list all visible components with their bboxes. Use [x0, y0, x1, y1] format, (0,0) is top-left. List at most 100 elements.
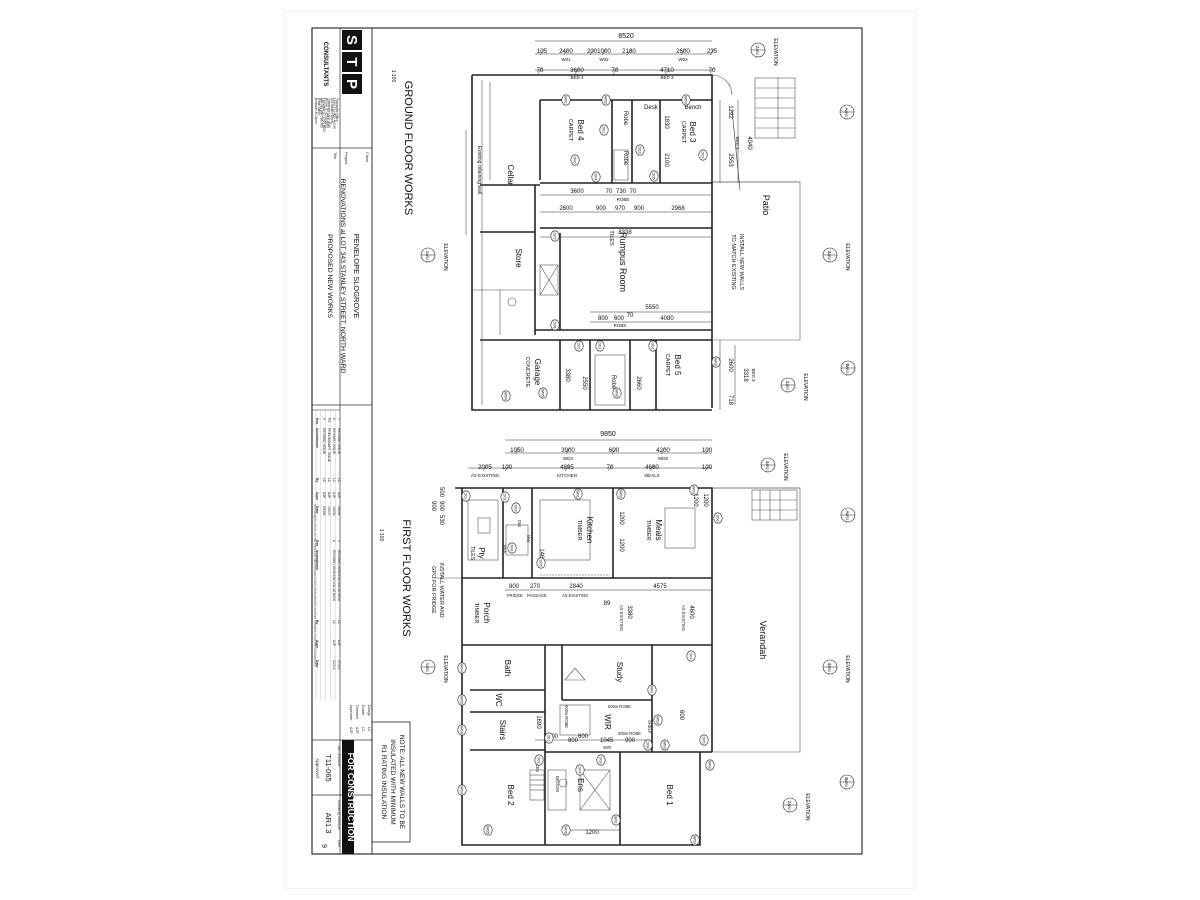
door-window-tag: D07 [689, 653, 693, 660]
gf-dim-70d: 70 [627, 313, 634, 319]
first-floor-scale: 1:100 [378, 529, 384, 542]
gf-room-labels: Bed 4 CARPET Bed 3 CARPET Robe Robe Desk… [506, 105, 771, 390]
gf-dim-2968: 2968 [671, 206, 685, 212]
gf-bed3-right-2: BED 3 [751, 368, 756, 382]
ff-overall-dim: 9850 [600, 431, 616, 438]
gf-dim-3600b: 3600 [570, 189, 584, 195]
door-window-tag: D05 [652, 173, 656, 180]
ff-install-note-2: GPO FOR FRIDGE [430, 566, 436, 614]
tag-circle [500, 491, 510, 503]
gf-right-dims: 1292 4040 2553 2600 3318 718 BED 3 BED 3 [727, 105, 756, 405]
door-window-tag: D01 [547, 735, 551, 742]
sheet-title-label: Title [333, 152, 338, 160]
signoff-label: Design [367, 705, 371, 716]
gf-dim-600: 600 [614, 316, 625, 322]
revision-header-cell: Rev [315, 418, 319, 424]
ff-label-600-robe-1: 600w ROBE [608, 704, 631, 709]
room-robe-2: Robe [622, 151, 628, 166]
ff-dim-1200c: 1200 [692, 493, 698, 507]
ff-dim-3380: 3380 [626, 605, 632, 619]
door-window-tag: W01 [564, 96, 568, 104]
tag-circle [647, 684, 657, 696]
gf-robe-label-2: ROBE [614, 323, 627, 328]
room-bed4-floor: CARPET [567, 119, 573, 142]
section-letter: 3 [826, 663, 832, 666]
gf-dim-2553: 2553 [727, 153, 733, 167]
room-bed3: Bed 3 [688, 122, 697, 143]
door-window-tag: W03 [692, 486, 696, 494]
ff-dim-600: 600 [578, 734, 589, 740]
revision-header-cell: Date [315, 660, 319, 667]
gf-install-note-2: TO MATCH EXISTING [730, 234, 736, 289]
ff-dim-1200d: 1200 [702, 493, 708, 507]
tag-circle [611, 814, 621, 826]
first-floor-title: FIRST FLOOR WORKS [400, 519, 412, 636]
address-line: ABN 88 086 586 980 [319, 98, 323, 128]
section-sheet-ref: AR2.1 [787, 803, 791, 813]
tag-circle [689, 484, 699, 496]
door-window-tag: D04 [578, 767, 582, 774]
tag-circle [575, 764, 585, 776]
ff-dim-1200a: 1200 [618, 511, 624, 525]
revision-cell: 22/10/ [332, 660, 336, 669]
section-letter: A [844, 510, 850, 514]
room-study: Study [615, 662, 624, 682]
signoff-value: AJP [349, 727, 353, 734]
revision-cell: 08/08/ [337, 506, 341, 515]
gf-dim-2600: 2600 [559, 206, 573, 212]
door-window-tag: W04 [460, 664, 464, 672]
revision-cell: AJP [337, 492, 341, 499]
section-letter: 1 [424, 663, 430, 666]
tag-circle [573, 488, 583, 500]
door-window-tag: D03 [651, 343, 655, 350]
revision-cell: REVISED ISSUE [332, 428, 336, 455]
revision-cell: REVISED ISSUE [322, 428, 326, 455]
tag-circle [612, 387, 622, 399]
ff-label-broom: BROOM [555, 776, 560, 792]
tag-circle [705, 759, 715, 771]
tag-circle [550, 230, 560, 242]
title-block: S T P CONSULTANTS Townsville OfficeLevel… [311, 27, 373, 855]
revision-cell: 6 [332, 418, 336, 420]
room-bed4: Bed 4 [576, 120, 585, 141]
tag-circle [561, 94, 571, 106]
door-window-tag: D01 [602, 127, 606, 134]
section-sheet-ref: AR2.1 [425, 253, 429, 263]
tag-circle [457, 694, 467, 706]
door-window-tag: W01 [650, 686, 654, 694]
tag-circle [534, 754, 544, 766]
room-cellar: Cellar [506, 165, 515, 186]
door-window-tag: W06 [564, 826, 568, 834]
ff-label-passage: PASSAGE [527, 593, 547, 598]
tag-circle [698, 149, 708, 161]
revision-cell: AJP [332, 640, 336, 647]
ff-label-300-robe: 300w ROBE [618, 731, 641, 736]
section-sheet-ref: AR2.1 [425, 665, 429, 675]
revision-cell: LC [327, 478, 331, 483]
section-letter: B [844, 363, 850, 366]
tag-circle [570, 154, 580, 166]
for-construction-stamp: FOR CONSTRUCTION [346, 753, 356, 842]
ff-dim-270: 270 [530, 584, 541, 590]
ff-dim-500: 500 [438, 487, 444, 498]
room-desk: Desk [644, 105, 659, 111]
door-window-tag: D01 [577, 343, 581, 350]
room-bed1: Bed 1 [665, 785, 674, 806]
ff-small-labels: FRIDGE PASSAGE AS EXISTING AS EXISTING A… [502, 520, 686, 792]
ff-install-note-1: INSTALL WATER AND [438, 562, 444, 617]
elevation-label: ELEVATION [772, 38, 778, 66]
first-floor-plan: FIRST FLOOR WORKS 1:100 [378, 431, 856, 846]
tag-circle [595, 340, 605, 352]
section-letter: A [843, 107, 849, 111]
revision-header-cell: Appr [315, 640, 319, 649]
gf-dim-3318: 3318 [742, 368, 748, 382]
address-line: Email Office [317, 98, 321, 115]
gf-dimension-text: 3600 70 730 70 2600 900 970 900 2968 833… [559, 115, 685, 390]
revision-cell: LC [332, 478, 336, 483]
ff-window-top-tag: WD5 [658, 456, 668, 461]
ff-dim-530: 530 [438, 515, 444, 526]
gf-robe-label: ROBE [617, 197, 630, 202]
